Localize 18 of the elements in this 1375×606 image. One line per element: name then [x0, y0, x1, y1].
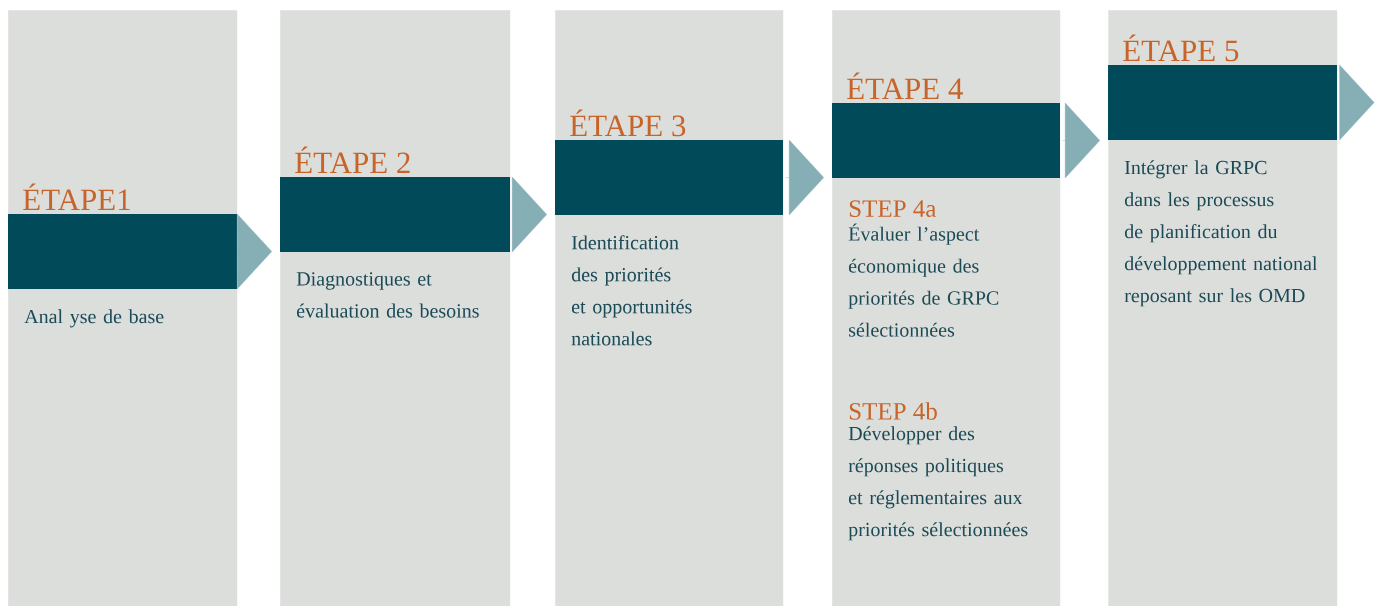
step-heading: ÉTAPE1 — [23, 183, 130, 210]
substep-heading: STEP 4a — [849, 200, 937, 217]
arrow — [1062, 102, 1100, 179]
step-description: Intégrer la GRPC dans les processus de planification du développement national reposant sur les OMD — [1124, 160, 1318, 307]
step-description: Identification des priorités et opportunités nationales — [571, 235, 692, 346]
step-heading: ÉTAPE 3 — [570, 109, 686, 137]
arrow — [236, 213, 272, 290]
step-heading: ÉTAPE 5 — [1123, 34, 1239, 62]
arrow — [785, 139, 824, 216]
step-heading: ÉTAPE 2 — [295, 146, 410, 173]
step-heading: ÉTAPE 4 — [847, 72, 963, 99]
step-description: Développer des réponses politiques et réglementaires aux priorités sélectionnées — [848, 426, 1028, 541]
step-description: Évaluer l’aspect économique des priorités de GRPC sélectionnées — [848, 223, 999, 337]
arrow — [1339, 64, 1375, 141]
arrow — [511, 176, 547, 253]
step-description: Anal yse de base — [24, 309, 164, 328]
step-description: Diagnostiques et évaluation des besoins — [296, 272, 479, 318]
substep-heading: STEP 4b — [849, 402, 937, 420]
